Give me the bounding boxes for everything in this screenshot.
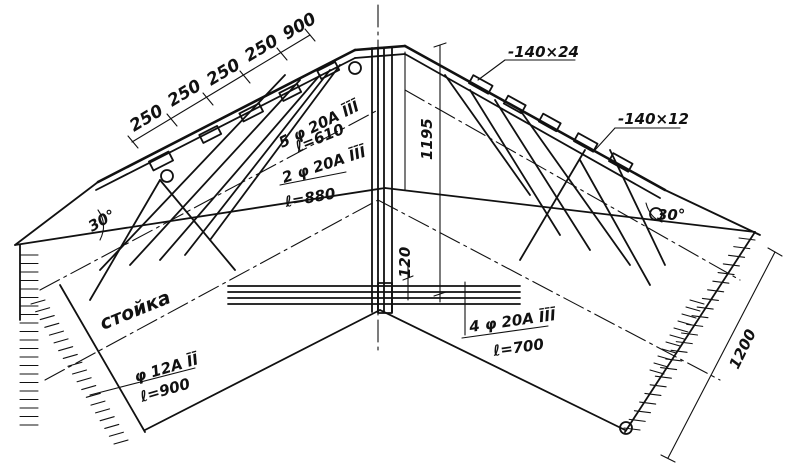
hatch-tick: [722, 263, 740, 267]
angle-right-arc: [645, 202, 663, 223]
hatch-tick: [30, 299, 46, 305]
top-plates: [148, 60, 634, 173]
hatch-tick: [76, 377, 92, 383]
hatch-tick: [657, 355, 673, 361]
hatch-tick: [90, 400, 106, 406]
hatch-tick: [85, 392, 101, 398]
hatch-tick: [39, 315, 55, 321]
plate-top-label: -140×24: [508, 43, 579, 61]
hatch-tick: [707, 289, 725, 293]
axis-lines: [39, 4, 741, 381]
rebar-diag-second-underline: [279, 171, 347, 186]
hatch-tick: [644, 392, 662, 397]
hatch-tick: [95, 408, 111, 414]
hatch-tick: [665, 341, 681, 347]
support-edges: [59, 231, 756, 433]
hatch-tick: [104, 423, 120, 429]
hatch-tick: [35, 307, 51, 313]
hatch-tick: [633, 410, 652, 414]
rebar-bottom-length: ℓ=700: [491, 335, 545, 360]
hatch-tick: [653, 362, 669, 368]
hatch-tick: [649, 369, 665, 375]
column-label: стойка: [97, 286, 174, 334]
rebar-diag-second-spec: 2 φ 20A ĪĪĪ: [279, 140, 369, 186]
hatch-tick: [67, 361, 83, 367]
hatch-tick: [48, 330, 64, 336]
column-spec-underline: [89, 367, 196, 396]
angle-right-label: 30°: [657, 206, 685, 224]
hatch-tick: [733, 246, 751, 250]
support-hatching-right: [623, 237, 756, 431]
hatch-tick: [81, 385, 97, 391]
hatch-tick: [675, 341, 693, 345]
hatch-tick: [681, 313, 697, 319]
hatch-tick: [677, 320, 693, 326]
left-diagonal-rebars: [89, 64, 341, 301]
hatch-tick: [62, 353, 78, 359]
hatch-tick: [717, 271, 735, 276]
hatch-tick: [649, 384, 667, 388]
dim-250-d: 250: [241, 31, 282, 67]
hatch-tick: [661, 348, 677, 354]
hatch-tick: [71, 369, 88, 375]
rebar-diag-second-length: ℓ=880: [283, 184, 337, 211]
hatch-tick: [113, 439, 129, 445]
side-dimension: [660, 247, 783, 463]
hatch-tick: [685, 306, 701, 312]
hatch-tick: [689, 299, 705, 305]
dim-120: 120: [396, 247, 414, 278]
dim-250-b: 250: [164, 76, 205, 112]
hatch-tick: [53, 338, 69, 344]
hatch-tick: [712, 280, 730, 284]
hatch-tick: [670, 349, 688, 353]
hatch-tick: [660, 366, 678, 371]
angle-left-arc: [97, 209, 105, 241]
hatch-tick: [727, 254, 746, 258]
hatch-tick: [108, 431, 124, 437]
plate-side-label: -140×12: [618, 110, 689, 128]
hatch-tick: [654, 375, 672, 379]
dim-250-c: 250: [203, 55, 244, 91]
hatch-tick: [628, 418, 646, 422]
hatch-tick: [738, 237, 756, 241]
knee-horizontal-rebars: [227, 281, 521, 319]
right-diagonal-rebars: [444, 74, 666, 286]
dim-1195: 1195: [418, 118, 436, 160]
plate-leaders: [477, 59, 681, 151]
top-dimension-chain: [127, 28, 316, 149]
hatch-tick: [44, 322, 60, 328]
dim-1200: 1200: [725, 326, 759, 371]
hatch-tick: [669, 334, 685, 340]
center-column-rebars: [371, 47, 393, 314]
dim-250-a: 250: [126, 101, 167, 137]
hatch-tick: [58, 346, 74, 352]
hatch-tick: [673, 327, 689, 333]
support-hatching-left: [19, 254, 129, 445]
hatch-tick: [639, 401, 657, 405]
bottom-spec-underline: [461, 325, 549, 339]
hatch-tick: [99, 416, 115, 422]
anchor-circles: [160, 61, 663, 435]
